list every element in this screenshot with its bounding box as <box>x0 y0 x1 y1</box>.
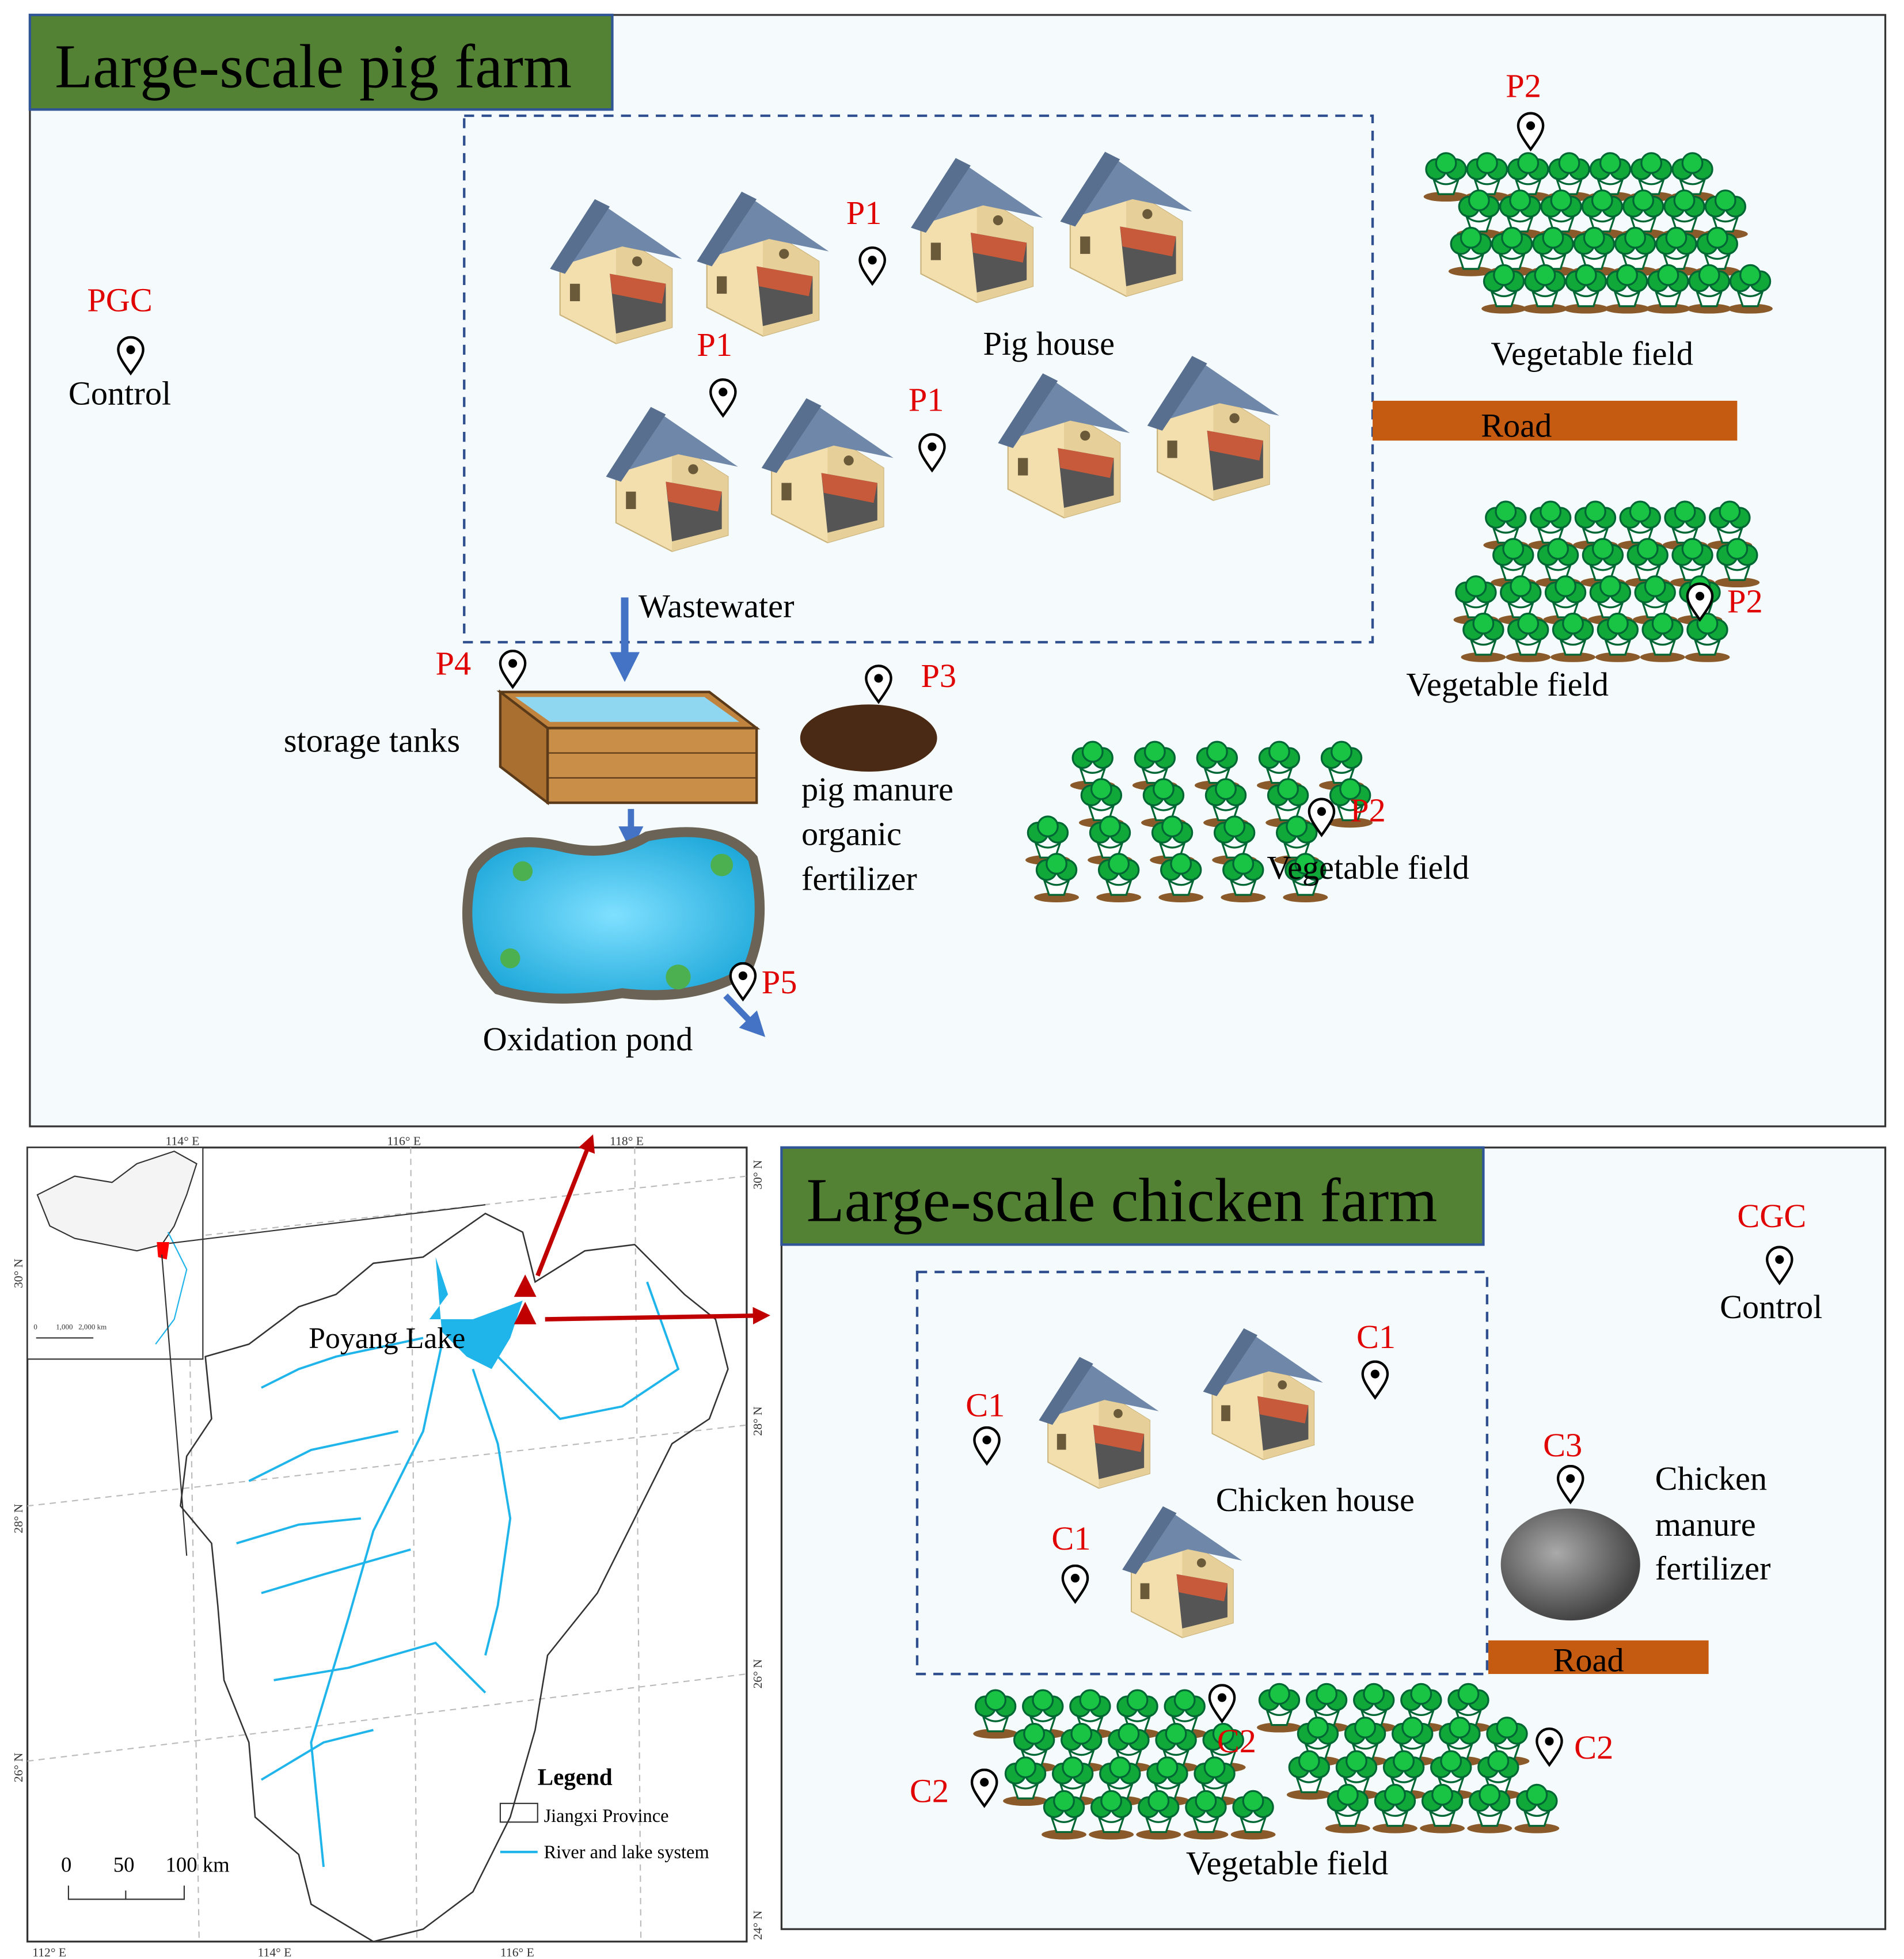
site-label-c1: C1 <box>966 1387 1005 1424</box>
vegetable-field <box>1452 500 1761 662</box>
chicken-house-label: Chicken house <box>1216 1481 1415 1518</box>
flow-arrow-icon <box>723 993 766 1037</box>
lat-tick: 28° N <box>751 1406 765 1436</box>
chicken-farm-pointer-arrow <box>545 1307 770 1324</box>
site-label-p1: P1 <box>697 326 732 363</box>
river-system <box>236 1281 680 1867</box>
road-label: Road <box>1553 1642 1624 1679</box>
china-inset-map: 0 1,000 2,000 km <box>26 1146 486 1556</box>
jiangxi-map: Poyang Lake 0 1,000 2,000 km 114° E 116°… <box>12 1134 770 1959</box>
site-label-p5: P5 <box>762 963 797 1001</box>
chicken-manure-icon <box>1500 1508 1640 1621</box>
site-label-p4: P4 <box>436 644 472 682</box>
scale-label: 0 <box>61 1853 71 1877</box>
site-label-c2: C2 <box>1574 1729 1613 1766</box>
pig-farm-title-box <box>28 13 614 111</box>
road <box>1488 1640 1709 1675</box>
road-label: Road <box>1481 407 1552 445</box>
control-code-cgc: CGC <box>1737 1197 1806 1235</box>
control-label: Control <box>69 374 171 412</box>
site-label-c2: C2 <box>910 1772 949 1810</box>
poyang-lake-label: Poyang Lake <box>309 1322 465 1355</box>
site-label-p1: P1 <box>909 381 944 418</box>
lat-tick: 28° N <box>12 1504 25 1533</box>
chicken-farm-title: Large-scale chicken farm <box>807 1166 1438 1235</box>
inset-scale-label: 0 <box>33 1322 37 1331</box>
pig-manure-icon <box>800 704 937 772</box>
site-label-c1: C1 <box>1051 1520 1090 1557</box>
pig-farm-pointer-arrow <box>535 1134 595 1277</box>
lat-tick: 30° N <box>751 1160 765 1190</box>
pig-farm-panel: Large-scale pig farm P1 P1 P1 Pig house … <box>28 13 1887 1127</box>
manure-label-line: fertilizer <box>801 860 917 897</box>
map-legend: Legend Jiangxi Province River and lake s… <box>499 1763 709 1863</box>
lon-tick: 112° E <box>32 1946 66 1959</box>
vegetable-field-label: Vegetable field <box>1267 849 1469 886</box>
lat-tick: 24° N <box>751 1910 765 1940</box>
oxidation-pond-icon <box>462 827 765 1004</box>
manure-label-line: organic <box>801 815 902 853</box>
vegetable-field-label: Vegetable field <box>1406 666 1609 703</box>
storage-tanks-label: storage tanks <box>284 722 460 759</box>
lat-tick: 26° N <box>12 1752 25 1782</box>
legend-title: Legend <box>538 1763 613 1790</box>
lon-tick: 118° E <box>610 1134 644 1148</box>
chicken-farm-panel: Large-scale chicken farm C1 C1 C1 Chicke… <box>780 1146 1887 1930</box>
lon-tick: 116° E <box>500 1946 534 1959</box>
site-label-p2: P2 <box>1506 67 1541 105</box>
legend-item-province: Jiangxi Province <box>544 1806 669 1827</box>
lon-tick: 114° E <box>257 1946 291 1959</box>
site-label-p1: P1 <box>846 194 882 231</box>
pig-house-label: Pig house <box>983 325 1115 362</box>
site-label-p2: P2 <box>1727 582 1763 620</box>
vegetable-field-label: Vegetable field <box>1491 335 1693 372</box>
jiangxi-province-outline <box>180 1212 729 1943</box>
legend-item-river: River and lake system <box>544 1842 709 1863</box>
control-code-pgc: PGC <box>87 281 153 318</box>
scale-bar: 0 50 100 km <box>61 1853 230 1900</box>
lat-tick: 30° N <box>12 1258 25 1288</box>
farm-site-marker <box>514 1301 537 1324</box>
oxidation-pond-label: Oxidation pond <box>483 1020 693 1058</box>
graticule <box>27 1147 747 1942</box>
storage-tank-icon <box>496 689 761 806</box>
lon-tick: 116° E <box>387 1134 421 1148</box>
scale-label: 100 km <box>166 1853 230 1877</box>
site-label-p2: P2 <box>1350 792 1386 829</box>
control-label: Control <box>1720 1288 1822 1326</box>
road <box>1373 400 1738 441</box>
site-label-c2: C2 <box>1217 1722 1256 1760</box>
site-label-c1: C1 <box>1356 1318 1396 1356</box>
manure-label-line: fertilizer <box>1655 1550 1771 1587</box>
inset-scale-label: 2,000 km <box>78 1322 107 1331</box>
scale-label: 50 <box>113 1853 135 1877</box>
manure-label-line: pig manure <box>801 770 953 808</box>
pig-farm-title: Large-scale pig farm <box>55 32 572 101</box>
lon-tick: 114° E <box>166 1134 200 1148</box>
manure-label-line: manure <box>1655 1506 1756 1543</box>
site-label-p3: P3 <box>921 657 956 694</box>
pig-house-area <box>463 114 1374 644</box>
chicken-house-area <box>915 1270 1489 1676</box>
farm-site-marker <box>514 1274 537 1297</box>
lat-tick: 26° N <box>751 1659 765 1689</box>
site-label-c3: C3 <box>1543 1426 1582 1464</box>
chicken-farm-title-box <box>780 1146 1485 1246</box>
vegetable-field-label: Vegetable field <box>1186 1844 1389 1882</box>
poyang-lake <box>429 1256 523 1369</box>
manure-label-line: Chicken <box>1655 1460 1767 1497</box>
inset-scale-label: 1,000 <box>56 1322 73 1331</box>
wastewater-label: Wastewater <box>639 587 795 625</box>
